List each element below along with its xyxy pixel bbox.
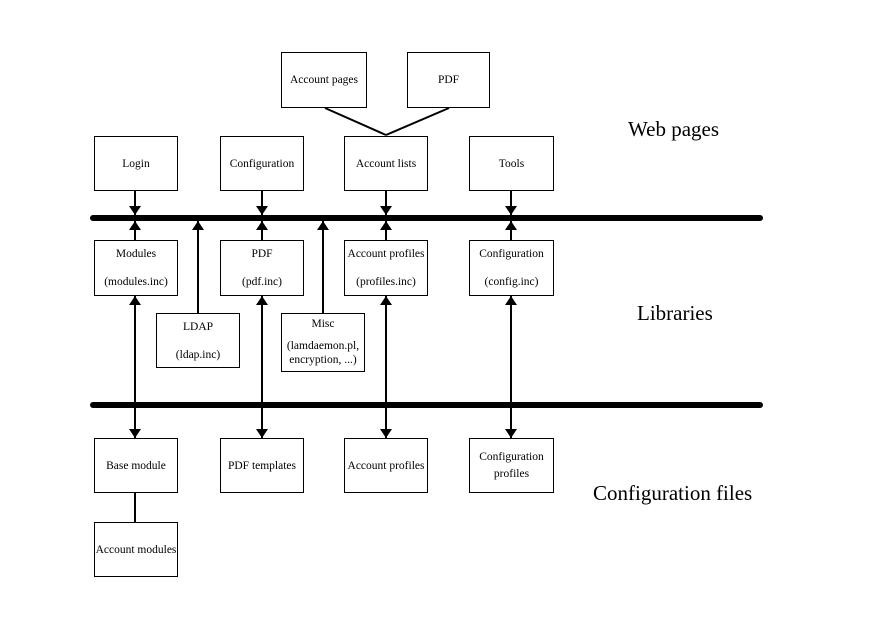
layer-separator-web-libraries xyxy=(90,215,763,221)
box-configuration-lib: Configuration (config.inc) xyxy=(469,240,554,296)
box-account-modules: Account modules xyxy=(94,522,178,577)
box-base-module: Base module xyxy=(94,438,178,493)
layer-label-web-pages: Web pages xyxy=(628,117,720,141)
box-pdf-page: PDF xyxy=(407,52,490,108)
connector-ldap-bar xyxy=(197,221,199,313)
arrowhead-up-icon xyxy=(505,221,517,230)
box-pdf-lib-name: PDF xyxy=(251,248,273,260)
box-login-label: Login xyxy=(122,157,150,170)
box-ldap-lib: LDAP (ldap.inc) xyxy=(156,313,240,368)
box-configuration-profiles: Configuration profiles xyxy=(469,438,554,493)
arrowhead-up-icon xyxy=(256,221,268,230)
arrowhead-down-icon xyxy=(256,429,268,438)
arrowhead-up-icon xyxy=(256,296,268,305)
box-configuration-profiles-label: Configuration profiles xyxy=(479,450,544,480)
box-configuration-page-label: Configuration xyxy=(229,157,295,170)
arrowhead-up-icon xyxy=(192,221,204,230)
connector-modules-basemodule xyxy=(134,296,136,438)
box-ldap-lib-file: (ldap.inc) xyxy=(175,348,221,361)
box-pdf-templates: PDF templates xyxy=(220,438,304,493)
link-account-pages-to-account-lists xyxy=(324,107,387,136)
arrowhead-down-icon xyxy=(505,429,517,438)
arrowhead-down-icon xyxy=(129,429,141,438)
box-account-profiles-lib: Account profiles (profiles.inc) xyxy=(344,240,428,296)
box-account-pages: Account pages xyxy=(281,52,367,108)
layer-separator-libraries-configfiles xyxy=(90,402,763,408)
box-misc-lib: Misc (lamdaemon.pl, encryption, ...) xyxy=(281,313,365,372)
box-ldap-lib-name: LDAP xyxy=(182,320,214,333)
arrowhead-down-icon xyxy=(129,206,141,215)
connector-config-configprofiles xyxy=(510,296,512,438)
connector-basemodule-accountmodules xyxy=(134,493,136,522)
connector-misc-bar xyxy=(322,221,324,313)
arrowhead-down-icon xyxy=(380,206,392,215)
arrowhead-up-icon xyxy=(129,221,141,230)
box-account-profiles-files: Account profiles xyxy=(344,438,428,493)
box-misc-lib-file: (lamdaemon.pl, encryption, ...) xyxy=(286,340,360,366)
link-pdf-to-account-lists xyxy=(385,107,450,136)
layer-label-libraries: Libraries xyxy=(637,301,713,325)
box-account-profiles-lib-file: (profiles.inc) xyxy=(356,276,416,288)
box-misc-lib-name: Misc xyxy=(311,318,335,330)
box-modules-lib: Modules (modules.inc) xyxy=(94,240,178,296)
arrowhead-up-icon xyxy=(129,296,141,305)
box-pdf-lib-file: (pdf.inc) xyxy=(242,276,282,288)
box-pdf-lib: PDF (pdf.inc) xyxy=(220,240,304,296)
box-account-profiles-lib-name: Account profiles xyxy=(347,248,425,260)
box-account-pages-label: Account pages xyxy=(289,74,359,86)
box-modules-lib-file: (modules.inc) xyxy=(104,276,168,288)
box-tools-label: Tools xyxy=(498,157,525,170)
layer-label-configuration-files: Configuration files xyxy=(593,481,753,505)
arrowhead-down-icon xyxy=(380,429,392,438)
arrowhead-up-icon xyxy=(380,296,392,305)
box-login: Login xyxy=(94,136,178,191)
arrowhead-up-icon xyxy=(380,221,392,230)
box-base-module-label: Base module xyxy=(106,459,166,472)
arrowhead-up-icon xyxy=(317,221,329,230)
arrowhead-down-icon xyxy=(505,206,517,215)
box-configuration-page: Configuration xyxy=(220,136,304,191)
box-modules-lib-name: Modules xyxy=(115,248,157,260)
box-configuration-lib-name: Configuration xyxy=(479,248,544,260)
box-pdf-templates-label: PDF templates xyxy=(227,459,297,472)
arrowhead-down-icon xyxy=(256,206,268,215)
box-pdf-page-label: PDF xyxy=(437,74,460,86)
box-configuration-lib-file: (config.inc) xyxy=(484,276,539,288)
connector-profiles-accountprofiles xyxy=(385,296,387,438)
arrowhead-up-icon xyxy=(505,296,517,305)
box-account-modules-label: Account modules xyxy=(95,543,177,556)
box-tools: Tools xyxy=(469,136,554,191)
box-account-lists-label: Account lists xyxy=(355,157,417,170)
connector-pdf-pdftemplates xyxy=(261,296,263,438)
box-account-profiles-files-label: Account profiles xyxy=(347,459,425,472)
box-account-lists: Account lists xyxy=(344,136,428,191)
